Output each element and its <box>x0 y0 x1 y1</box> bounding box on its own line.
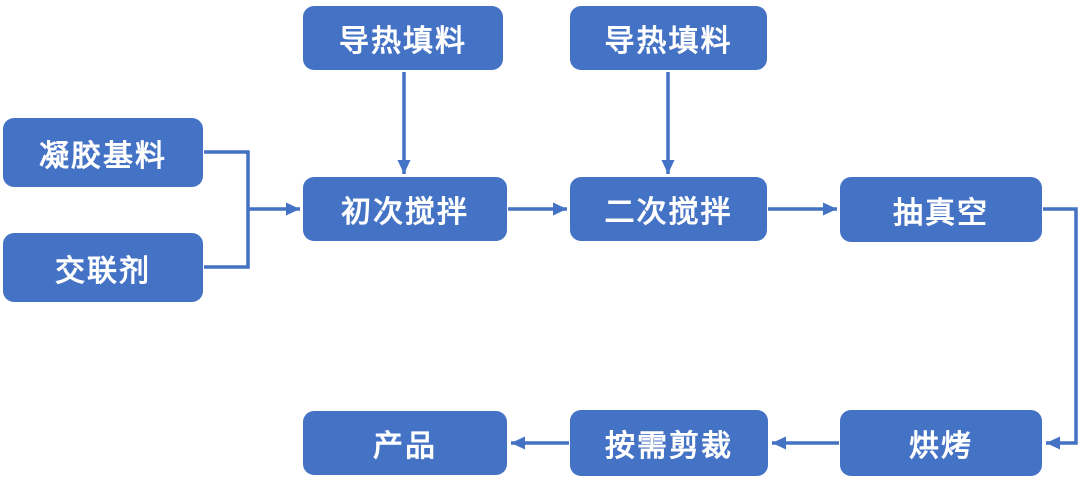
node-product: 产品 <box>303 411 507 475</box>
node-second-mixing: 二次搅拌 <box>570 177 767 241</box>
node-gel-base: 凝胶基料 <box>3 118 203 187</box>
node-baking: 烘烤 <box>840 410 1042 476</box>
connector-gel-base-crosslinker-bracket <box>204 150 250 269</box>
node-cutting: 按需剪裁 <box>570 410 768 476</box>
node-vacuum: 抽真空 <box>840 177 1042 242</box>
node-thermal-filler-1: 导热填料 <box>303 6 503 70</box>
node-first-mixing: 初次搅拌 <box>303 177 507 241</box>
arrow-vacuum-to-baking <box>1043 207 1078 450</box>
node-thermal-filler-2: 导热填料 <box>570 6 767 70</box>
node-crosslinker: 交联剂 <box>3 233 203 302</box>
